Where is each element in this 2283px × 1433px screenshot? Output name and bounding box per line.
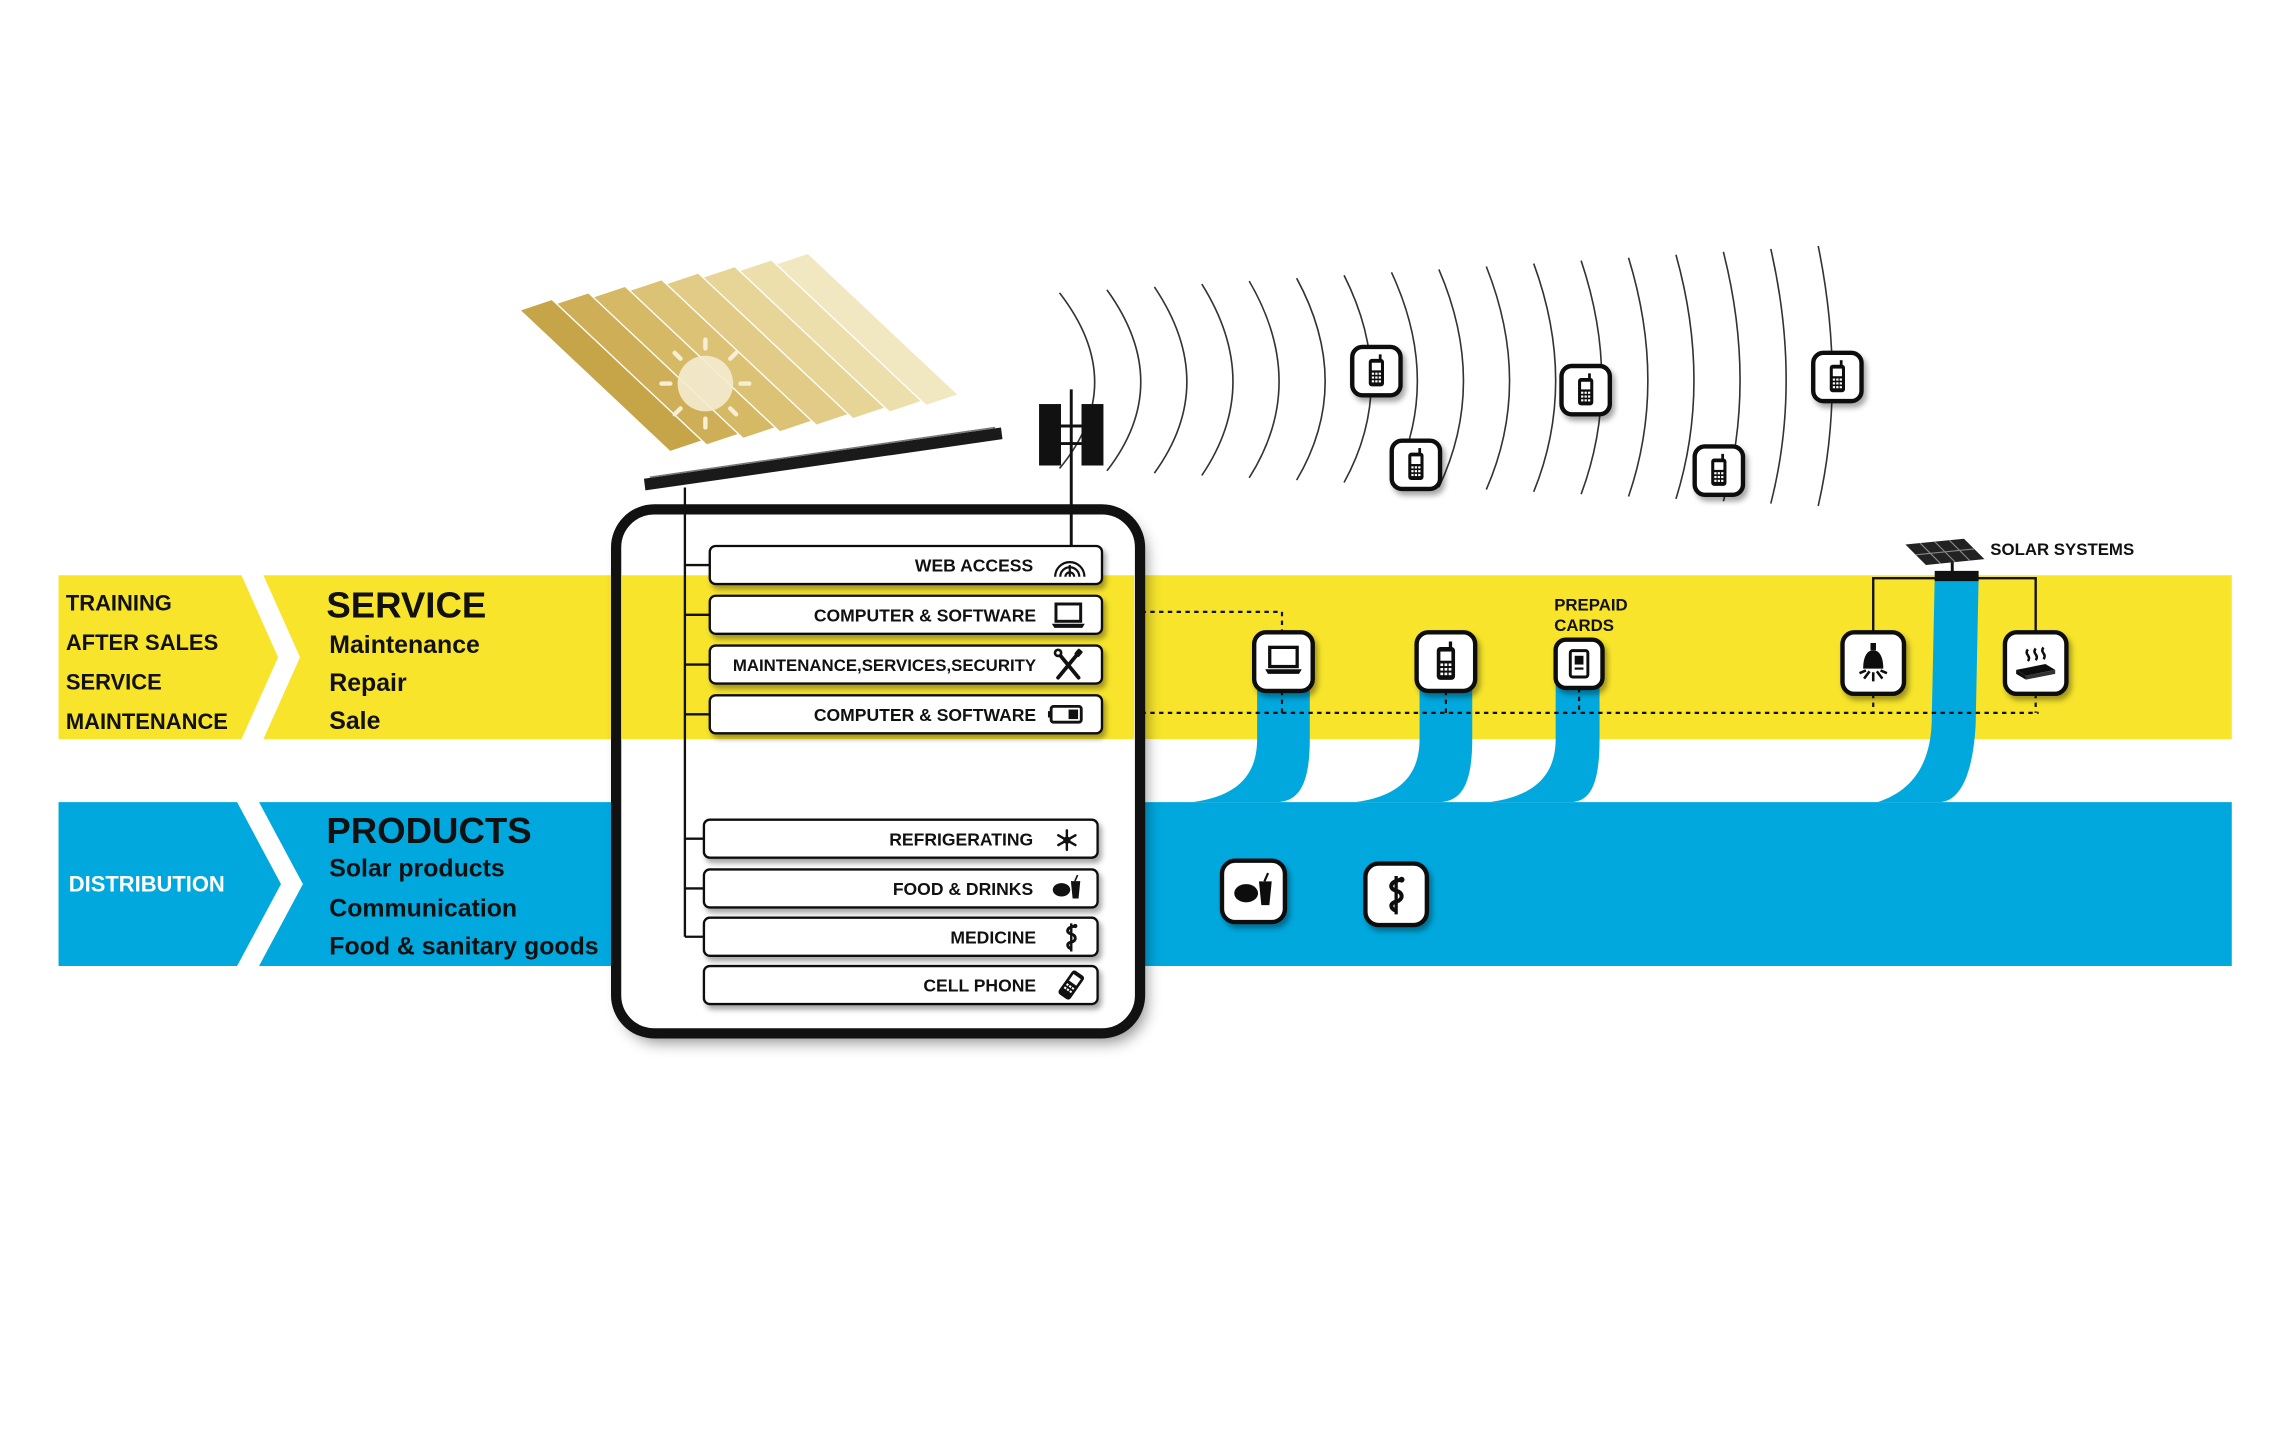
mobile-phone-icon xyxy=(1711,453,1727,486)
prepaid-card-node xyxy=(1553,637,1605,691)
wireless-phones xyxy=(1350,344,1864,497)
food-drinks-button: FOOD & DRINKS xyxy=(702,868,1099,909)
wireless-phone-node xyxy=(1559,363,1613,417)
rooftop-solar-panel xyxy=(643,426,1003,491)
radio-waves xyxy=(1058,245,1834,507)
radio-wave-arc xyxy=(1438,269,1465,488)
sun-icon xyxy=(659,337,752,430)
service-left-labels: TRAINING AFTER SALES SERVICE MAINTENANCE xyxy=(66,590,228,734)
radio-wave-arc xyxy=(1675,254,1695,500)
medicine-label: MEDICINE xyxy=(950,927,1036,947)
products-list: PRODUCTS Solar products Communication Fo… xyxy=(326,810,598,960)
radio-wave-arc xyxy=(1058,292,1096,469)
web-access-label: WEB ACCESS xyxy=(915,556,1034,576)
service-title: SERVICE xyxy=(326,585,486,626)
phone-node xyxy=(1414,630,1478,694)
products-title: PRODUCTS xyxy=(326,810,531,851)
products-item-communication: Communication xyxy=(329,894,517,922)
prepaid-cards-label-line2: CARDS xyxy=(1554,616,1614,635)
distribution-streams xyxy=(1192,578,1979,803)
laptop-icon xyxy=(1263,645,1304,676)
radio-wave-arc xyxy=(1295,277,1326,481)
radio-wave-arc xyxy=(1106,289,1142,472)
mobile-phone-icon xyxy=(1408,448,1424,481)
wireless-phone-node xyxy=(1811,350,1864,404)
battery-icon xyxy=(1046,704,1083,724)
service-item-sale: Sale xyxy=(329,707,380,735)
products-item-food-sanitary: Food & sanitary goods xyxy=(329,932,598,960)
hub-service-buttons: WEB ACCESS COMPUTER & SOFTWARE MAINTENAN… xyxy=(708,544,1104,735)
after-sales-label: AFTER SALES xyxy=(66,630,218,655)
computer-software-label: COMPUTER & SOFTWARE xyxy=(814,705,1037,725)
refrigerating-label: REFRIGERATING xyxy=(889,829,1033,849)
web-access-button: WEB ACCESS xyxy=(708,544,1104,586)
phone-stream xyxy=(1355,676,1473,803)
products-item-solar: Solar products xyxy=(329,855,504,883)
cell-phone-label: CELL PHONE xyxy=(923,976,1036,996)
service-band-left-chevron xyxy=(58,575,279,740)
wireless-phone-node xyxy=(1389,438,1443,492)
solar-panel-icon xyxy=(1905,538,1985,566)
service-connections xyxy=(1141,610,2039,714)
laptop-icon xyxy=(1050,602,1087,630)
service-item-repair: Repair xyxy=(329,669,407,697)
computer-software-battery-button: COMPUTER & SOFTWARE xyxy=(708,694,1104,735)
stove-node xyxy=(2002,630,2069,697)
laptop-node xyxy=(1251,630,1315,694)
maintenance-services-security-label: MAINTENANCE,SERVICES,SECURITY xyxy=(733,656,1036,675)
mobile-phone-icon xyxy=(1578,373,1594,406)
maintenance-label: MAINTENANCE xyxy=(66,709,228,734)
antenna-tower-icon xyxy=(1039,389,1104,566)
mobile-phone-icon xyxy=(1829,360,1845,393)
sunlight-rays xyxy=(520,254,958,451)
radio-wave-arc xyxy=(1153,286,1188,474)
product-nodes xyxy=(1219,858,1430,928)
sunlight-stripe xyxy=(667,273,848,425)
radio-wave-arc xyxy=(1248,280,1280,479)
distribution-label: DISTRIBUTION xyxy=(69,871,225,896)
food-drinks-label: FOOD & DRINKS xyxy=(893,879,1034,899)
prepaid-cards-label-line1: PREPAID xyxy=(1554,595,1628,614)
mobile-phone-icon xyxy=(1368,354,1385,387)
service-list: SERVICE Maintenance Repair Sale xyxy=(326,585,486,735)
radio-wave-arc xyxy=(1627,257,1649,497)
training-label: TRAINING xyxy=(66,590,172,615)
lamp-node xyxy=(1840,630,1907,697)
food-drink-node xyxy=(1219,858,1288,925)
wireless-phone-node xyxy=(1350,344,1403,398)
radio-wave-arc xyxy=(1485,266,1511,490)
service-item-maintenance: Maintenance xyxy=(329,631,480,659)
maintenance-services-security-button: MAINTENANCE,SERVICES,SECURITY xyxy=(708,644,1104,685)
service-nodes xyxy=(1251,630,2069,697)
laptop-stream xyxy=(1192,676,1310,803)
solar-systems-stream xyxy=(1877,578,1979,803)
hub-connector-tree xyxy=(683,487,710,938)
sunlight-stripe xyxy=(520,300,701,451)
medicine-node xyxy=(1363,861,1430,928)
sunlight-stripe xyxy=(703,267,884,418)
sunlight-stripe xyxy=(777,254,958,405)
solar-systems-label: SOLAR SYSTEMS xyxy=(1990,540,2134,559)
radio-wave-arc xyxy=(1201,283,1234,476)
hub-product-buttons: REFRIGERATING FOOD & DRINKS MEDICINE CEL… xyxy=(702,818,1099,1006)
radio-wave-arc xyxy=(1532,263,1557,493)
wireless-phone-node xyxy=(1692,444,1746,497)
prepaid-card-icon xyxy=(1568,649,1590,679)
radio-wave-arc xyxy=(1770,248,1787,504)
cell-phone-button: CELL PHONE xyxy=(702,964,1099,1006)
solar-systems-wiring xyxy=(1872,562,2037,633)
sunlight-stripe xyxy=(594,286,775,438)
medicine-button: MEDICINE xyxy=(702,916,1099,957)
computer-software-label: COMPUTER & SOFTWARE xyxy=(814,605,1037,625)
sunlight-stripe xyxy=(740,260,921,412)
computer-software-button: COMPUTER & SOFTWARE xyxy=(708,594,1104,635)
service-label: SERVICE xyxy=(66,669,162,694)
refrigerating-button: REFRIGERATING xyxy=(702,818,1099,859)
products-left-labels: DISTRIBUTION xyxy=(69,871,225,896)
products-band-left-chevron xyxy=(58,802,281,967)
sunlight-stripe xyxy=(630,280,811,432)
prepaid-card-stream xyxy=(1489,680,1600,803)
mobile-phone-icon xyxy=(1436,641,1456,680)
